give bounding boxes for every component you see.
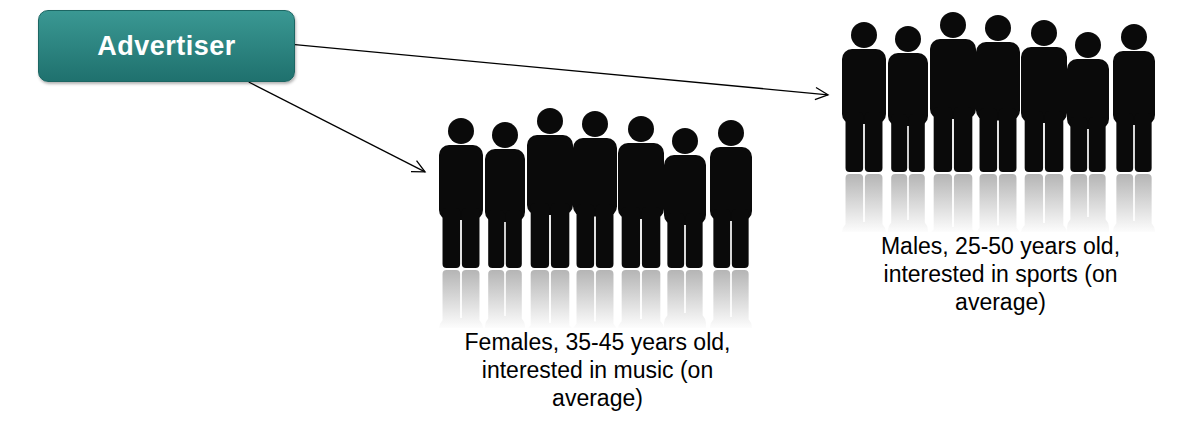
person-silhouette (851, 22, 877, 48)
person-silhouette (1116, 113, 1133, 172)
person-silhouette (732, 209, 749, 268)
person-silhouette (1135, 113, 1152, 172)
person-silhouette (642, 207, 660, 268)
person-silhouette (1089, 174, 1106, 229)
person-silhouette (954, 174, 972, 232)
person-silhouette (895, 26, 921, 52)
person-silhouette (577, 205, 595, 269)
advertiser-box: Advertiser (38, 10, 295, 82)
person-silhouette (642, 270, 660, 328)
audience-group: Females, 35-45 years old, interested in … (425, 96, 770, 412)
person-silhouette (551, 270, 569, 328)
person-silhouette (1135, 174, 1152, 232)
person-silhouette (488, 210, 504, 268)
arrow-connector (249, 82, 425, 172)
person-silhouette (1045, 174, 1063, 232)
person-silhouette (667, 270, 684, 325)
arrowhead (815, 88, 828, 100)
person-silhouette (537, 108, 563, 134)
person-silhouette (891, 174, 907, 232)
person-silhouette (527, 135, 573, 215)
person-silhouette (672, 128, 698, 154)
person-silhouette (506, 210, 522, 268)
person-silhouette (999, 174, 1017, 232)
crowd-illustration (425, 96, 770, 328)
person-silhouette (732, 270, 749, 328)
person-silhouette (506, 270, 522, 328)
crowd-figures (439, 108, 752, 268)
person-silhouette (462, 208, 480, 268)
person-silhouette (999, 109, 1017, 173)
person-silhouette (865, 174, 883, 232)
person-silhouette (488, 270, 504, 328)
person-silhouette (1070, 117, 1087, 172)
person-silhouette (686, 270, 703, 325)
person-silhouette (531, 270, 549, 328)
person-silhouette (462, 270, 480, 328)
audience-caption: Males, 25-50 years old, interested in sp… (851, 232, 1151, 316)
person-silhouette (1025, 111, 1043, 172)
arrowhead (411, 161, 425, 172)
person-silhouette (1045, 111, 1063, 172)
person-silhouette (448, 118, 474, 144)
person-silhouette (909, 174, 925, 232)
person-silhouette (713, 270, 730, 328)
person-silhouette (718, 120, 744, 146)
person-silhouette (596, 270, 614, 328)
person-silhouette (934, 174, 952, 232)
person-silhouette (891, 114, 907, 172)
person-silhouette (1116, 174, 1133, 232)
person-silhouette (1031, 20, 1057, 46)
person-silhouette (713, 209, 730, 268)
person-silhouette (622, 270, 640, 328)
person-silhouette (577, 270, 595, 328)
person-silhouette (492, 122, 518, 148)
person-silhouette (628, 116, 654, 142)
person-silhouette (930, 39, 976, 119)
person-silhouette (954, 107, 972, 172)
person-silhouette (846, 112, 864, 172)
arrow-connector (295, 45, 828, 100)
person-silhouette (582, 111, 608, 137)
person-silhouette (622, 207, 640, 268)
person-silhouette (1025, 174, 1043, 232)
audience-group: Males, 25-50 years old, interested in sp… (828, 0, 1173, 316)
crowd-figures (842, 12, 1155, 172)
person-silhouette (940, 12, 966, 38)
person-silhouette (909, 114, 925, 172)
person-silhouette (686, 213, 703, 268)
person-silhouette (551, 203, 569, 268)
crowd-reflection (842, 174, 1155, 232)
connector-line (295, 45, 828, 95)
box-label: Advertiser (97, 31, 236, 62)
audience-caption: Females, 35-45 years old, interested in … (438, 328, 758, 412)
person-silhouette (531, 203, 549, 268)
connector-line (249, 82, 425, 172)
person-silhouette (1075, 32, 1101, 58)
person-silhouette (1070, 174, 1087, 229)
crowd-reflection (439, 270, 752, 328)
crowd-illustration (828, 0, 1173, 232)
person-silhouette (443, 208, 461, 268)
person-silhouette (865, 112, 883, 172)
person-silhouette (980, 109, 998, 173)
person-silhouette (443, 270, 461, 328)
person-silhouette (985, 15, 1011, 41)
person-silhouette (667, 213, 684, 268)
person-silhouette (846, 174, 864, 232)
person-silhouette (596, 205, 614, 269)
person-silhouette (1121, 24, 1147, 50)
person-silhouette (980, 174, 998, 232)
person-silhouette (934, 107, 952, 172)
person-silhouette (1089, 117, 1106, 172)
